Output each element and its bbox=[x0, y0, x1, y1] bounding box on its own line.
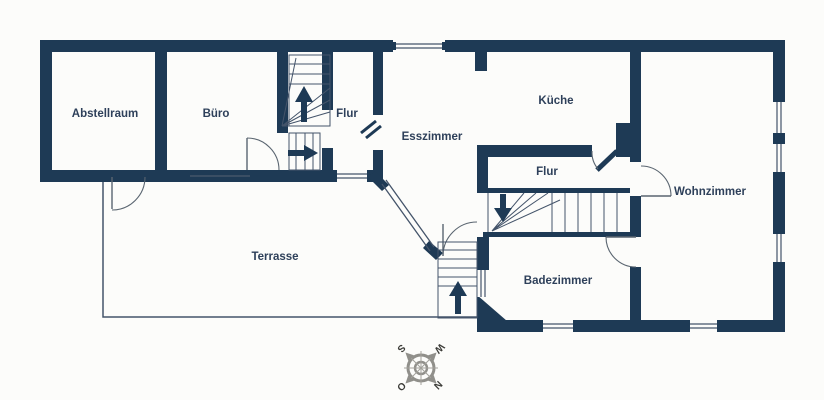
stair-upper-left bbox=[281, 54, 331, 127]
compass-west-label: W bbox=[431, 341, 446, 356]
stair-up-arrow-icon bbox=[295, 86, 313, 122]
room-label-buero: Büro bbox=[203, 108, 230, 120]
room-label-flur-mitte: Flur bbox=[536, 166, 558, 178]
compass-rose-icon: N O S W bbox=[394, 341, 446, 393]
stair-up-arrow-icon bbox=[449, 281, 467, 314]
compass-east-label: O bbox=[394, 379, 407, 392]
room-label-terrasse: Terrasse bbox=[251, 251, 298, 263]
stair-lower-left bbox=[288, 132, 321, 171]
room-label-esszimmer: Esszimmer bbox=[402, 131, 463, 143]
stair-down-arrow-icon bbox=[494, 194, 512, 222]
stair-right-arrow-icon bbox=[288, 145, 318, 161]
room-label-wohnzimmer: Wohnzimmer bbox=[674, 186, 747, 198]
room-labels: Abstellraum Büro Flur Esszimmer Küche Fl… bbox=[72, 95, 747, 287]
walls-layer bbox=[40, 40, 785, 332]
stair-central bbox=[487, 192, 618, 232]
room-label-flur-oben: Flur bbox=[336, 108, 358, 120]
compass-south-label: S bbox=[394, 342, 407, 355]
room-label-abstellraum: Abstellraum bbox=[72, 108, 138, 120]
stair-terrace bbox=[437, 241, 478, 319]
room-label-badezimmer: Badezimmer bbox=[524, 275, 593, 287]
doors-layer bbox=[111, 119, 672, 268]
room-label-kueche: Küche bbox=[538, 95, 573, 107]
windows-layer bbox=[190, 40, 785, 332]
terrace-outline bbox=[102, 182, 477, 318]
